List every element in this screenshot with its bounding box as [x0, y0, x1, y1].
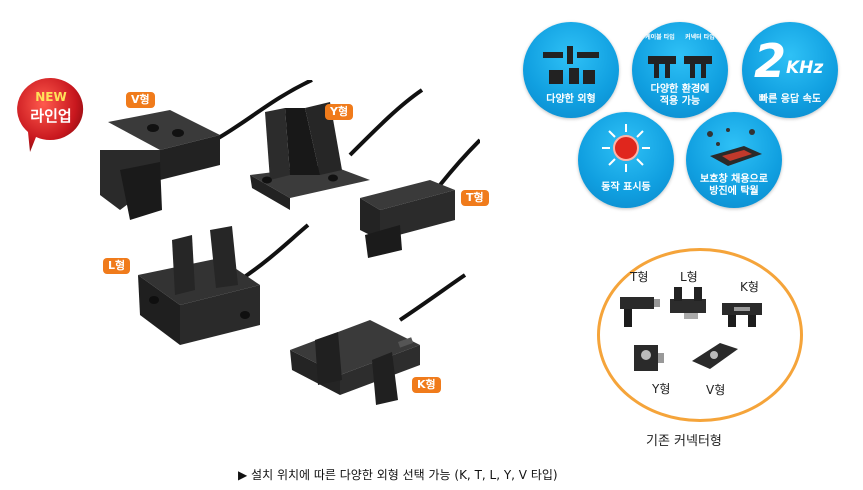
tag-t-type: T형 — [461, 190, 489, 206]
feature-environment: 케이블 타입 커넥터 타입 다양한 환경에 적용 가능 — [632, 22, 728, 118]
tag-k-type: K형 — [412, 377, 441, 393]
tag-y-type: Y형 — [325, 104, 354, 120]
badge-lineup-text: 라인업 — [30, 107, 72, 125]
connector-type-t: T형 — [630, 270, 649, 284]
speed-unit: KHz — [786, 58, 824, 78]
badge-shape-icon — [17, 77, 84, 152]
feature-protection: 보호창 채용으로 방진에 탁월 — [686, 112, 782, 208]
k-type-sensor — [290, 273, 467, 405]
feature-protection-label-2: 방진에 탁월 — [709, 186, 759, 197]
feature-variety-label: 다양한 외형 — [546, 94, 596, 105]
feature-indicator: 동작 표시등 — [578, 112, 674, 208]
speed-icon: 2 KHz — [752, 36, 828, 86]
v-type-sensor — [100, 80, 313, 220]
feature-env-label-2: 적용 가능 — [659, 96, 701, 107]
feature-indicator-label: 동작 표시등 — [601, 182, 651, 193]
tag-l-type: L형 — [103, 258, 131, 274]
t-type-sensor — [360, 138, 480, 258]
badge-new-text: NEW — [35, 90, 67, 104]
connector-sensor-illustrations — [620, 287, 762, 371]
connector-type-y: Y형 — [652, 382, 671, 396]
tag-v-type: V형 — [126, 92, 155, 108]
feature-protection-label-1: 보호창 채용으로 — [700, 174, 768, 185]
connector-type-k: K형 — [740, 280, 759, 294]
l-type-sensor — [138, 223, 310, 345]
existing-connector-ring — [597, 248, 803, 422]
dust-protection-icon — [707, 128, 762, 166]
bottom-caption: ▶ 설치 위치에 따른 다양한 외형 선택 가능 (K, T, L, Y, V … — [238, 468, 558, 482]
feature-variety: 다양한 외형 — [523, 22, 619, 118]
connector-type-l: L형 — [680, 270, 698, 284]
led-icon — [602, 124, 650, 172]
feature-speed-label: 빠른 응답 속도 — [758, 94, 822, 105]
product-illustrations — [100, 80, 480, 405]
connector-type-label: 커넥터 타입 — [685, 34, 715, 41]
cable-type-label: 케이블 타입 — [645, 34, 675, 41]
connector-type-v: V형 — [706, 383, 726, 397]
connector-ring-title: 기존 커넥터형 — [646, 434, 722, 449]
cable-connector-icon — [648, 56, 712, 78]
feature-speed: 2 KHz 빠른 응답 속도 — [742, 22, 838, 118]
y-type-sensor — [250, 88, 424, 210]
speed-number: 2 — [754, 34, 787, 88]
feature-env-label-1: 다양한 환경에 — [650, 84, 710, 95]
sensor-shapes-icon — [543, 46, 599, 84]
new-lineup-badge: NEW 라인업 — [16, 76, 86, 154]
